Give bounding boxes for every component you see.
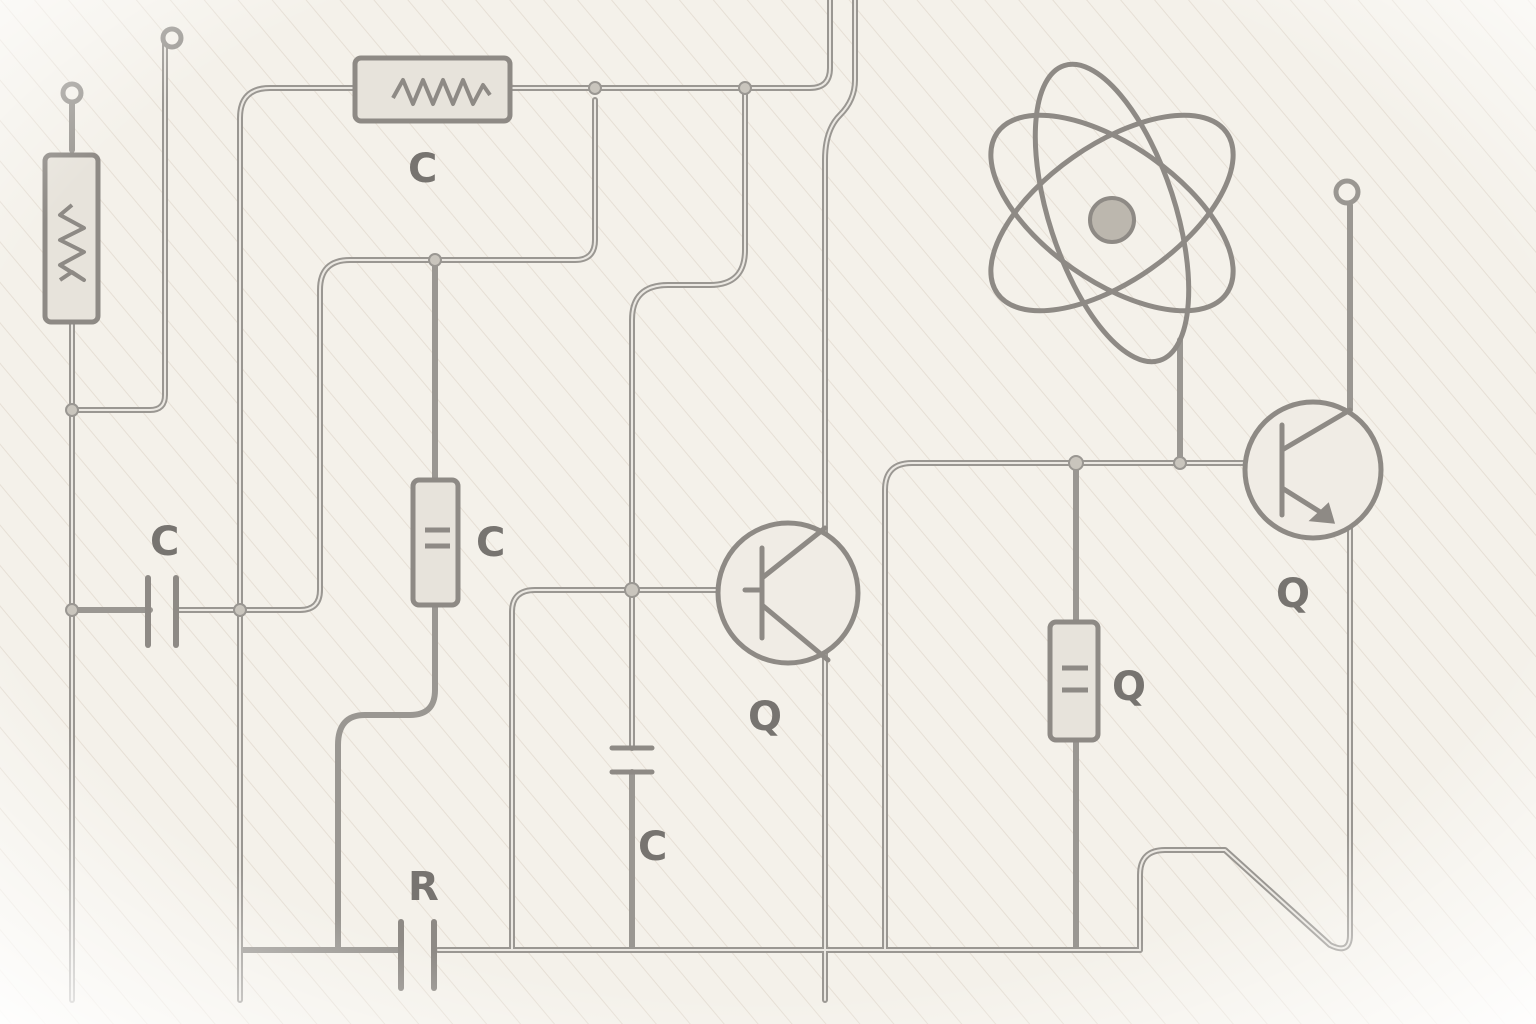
- schematic-sheet: C C C C R Q Q Q: [0, 0, 1536, 1024]
- circuit-schematic: C C C C R Q Q Q: [0, 0, 1536, 1024]
- paper-vignette: [0, 0, 1536, 1024]
